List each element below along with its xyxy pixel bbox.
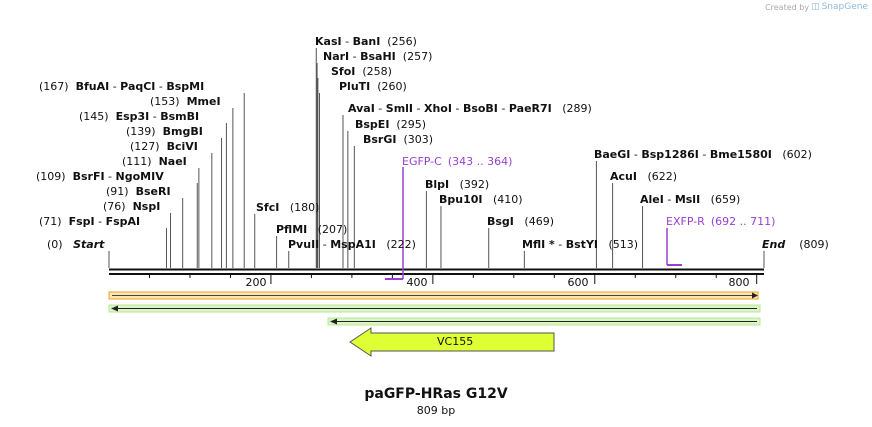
map-length: 809 bp <box>416 404 456 417</box>
site-pvuii-mspa1i[interactable]: PvuII - MspA1I (222) <box>288 238 416 251</box>
primer-egfp-c[interactable] <box>385 167 404 280</box>
site-bsgi[interactable]: BsgI (469) <box>487 215 554 228</box>
tick-label-800: 800 <box>728 276 750 289</box>
site-fspi-fspai[interactable]: (71) FspI - FspAI <box>39 215 141 228</box>
primer-label-egfp-c[interactable]: EGFP-C(343 .. 364) <box>402 155 513 168</box>
bp-ruler <box>148 274 758 284</box>
map-title: paGFP-HRas G12V <box>364 386 508 402</box>
site-bpu10i[interactable]: Bpu10I (410) <box>439 193 523 206</box>
site-acui[interactable]: AcuI (622) <box>610 170 678 183</box>
site-bspei[interactable]: BspEI (295) <box>355 118 427 131</box>
tick-label-200: 200 <box>245 276 267 289</box>
orange-forward-track[interactable] <box>108 291 759 300</box>
site-start[interactable]: (0) Start <box>47 238 105 251</box>
snapgene-watermark: Created by ◫ SnapGene <box>765 2 868 12</box>
site-kasi-bani[interactable]: KasI - BanI (256) <box>315 35 417 48</box>
site-mmei[interactable]: (153) MmeI <box>150 95 221 108</box>
site-alei-msli[interactable]: AleI - MslI (659) <box>640 193 741 206</box>
site-nari-bsahi[interactable]: NarI - BsaHI (257) <box>323 50 433 63</box>
site-mfli-bstyi[interactable]: MflI * - BstYI (513) <box>522 238 639 251</box>
site-sfci[interactable]: SfcI (180) <box>256 201 320 214</box>
site-bsrgi[interactable]: BsrGI (303) <box>363 133 434 146</box>
tick-label-400: 400 <box>406 276 428 289</box>
primer-exfp-r[interactable] <box>666 228 682 266</box>
watermark-created-by: Created by <box>765 2 810 12</box>
site-sfoi[interactable]: SfoI (258) <box>331 65 392 78</box>
site-avai-group[interactable]: AvaI - SmlI - XhoI - BsoBI - PaeR7I (289… <box>348 102 592 115</box>
feature-vc155-arrow[interactable] <box>349 327 555 357</box>
site-pluti[interactable]: PluTI (260) <box>339 80 407 93</box>
site-esp3i-bsmbi[interactable]: (145) Esp3I - BsmBI <box>79 110 200 123</box>
site-bmgbi[interactable]: (139) BmgBI <box>126 125 203 138</box>
feature-label-vc155: VC155 <box>437 335 474 348</box>
site-blpi[interactable]: BlpI (392) <box>425 178 490 191</box>
green-reverse-track-2[interactable] <box>327 317 761 326</box>
site-end[interactable]: End (809) <box>762 238 829 251</box>
site-leader-lines <box>108 48 765 268</box>
site-baegi-group[interactable]: BaeGI - Bsp1286I - Bme1580I (602) <box>594 148 812 161</box>
sequence-backbone <box>109 268 764 275</box>
site-nspi[interactable]: (76) NspI <box>103 200 161 213</box>
site-bsrfi-ngomiv[interactable]: (109) BsrFI - NgoMIV <box>36 170 164 183</box>
site-bfuai-group[interactable]: (167) BfuAI - PaqCI - BspMI <box>39 80 205 93</box>
green-reverse-track-1[interactable] <box>108 304 761 313</box>
snapgene-logo-icon: ◫ <box>811 2 820 12</box>
site-bseri[interactable]: (91) BseRI <box>106 185 171 198</box>
site-pflmi[interactable]: PflMI (207) <box>276 223 348 236</box>
site-bcivi[interactable]: (127) BciVI <box>130 140 198 153</box>
watermark-brand: SnapGene <box>821 2 868 12</box>
site-naei[interactable]: (111) NaeI <box>122 155 187 168</box>
tick-label-600: 600 <box>567 276 589 289</box>
primer-label-exfp-r[interactable]: EXFP-R(692 .. 711) <box>666 215 776 228</box>
